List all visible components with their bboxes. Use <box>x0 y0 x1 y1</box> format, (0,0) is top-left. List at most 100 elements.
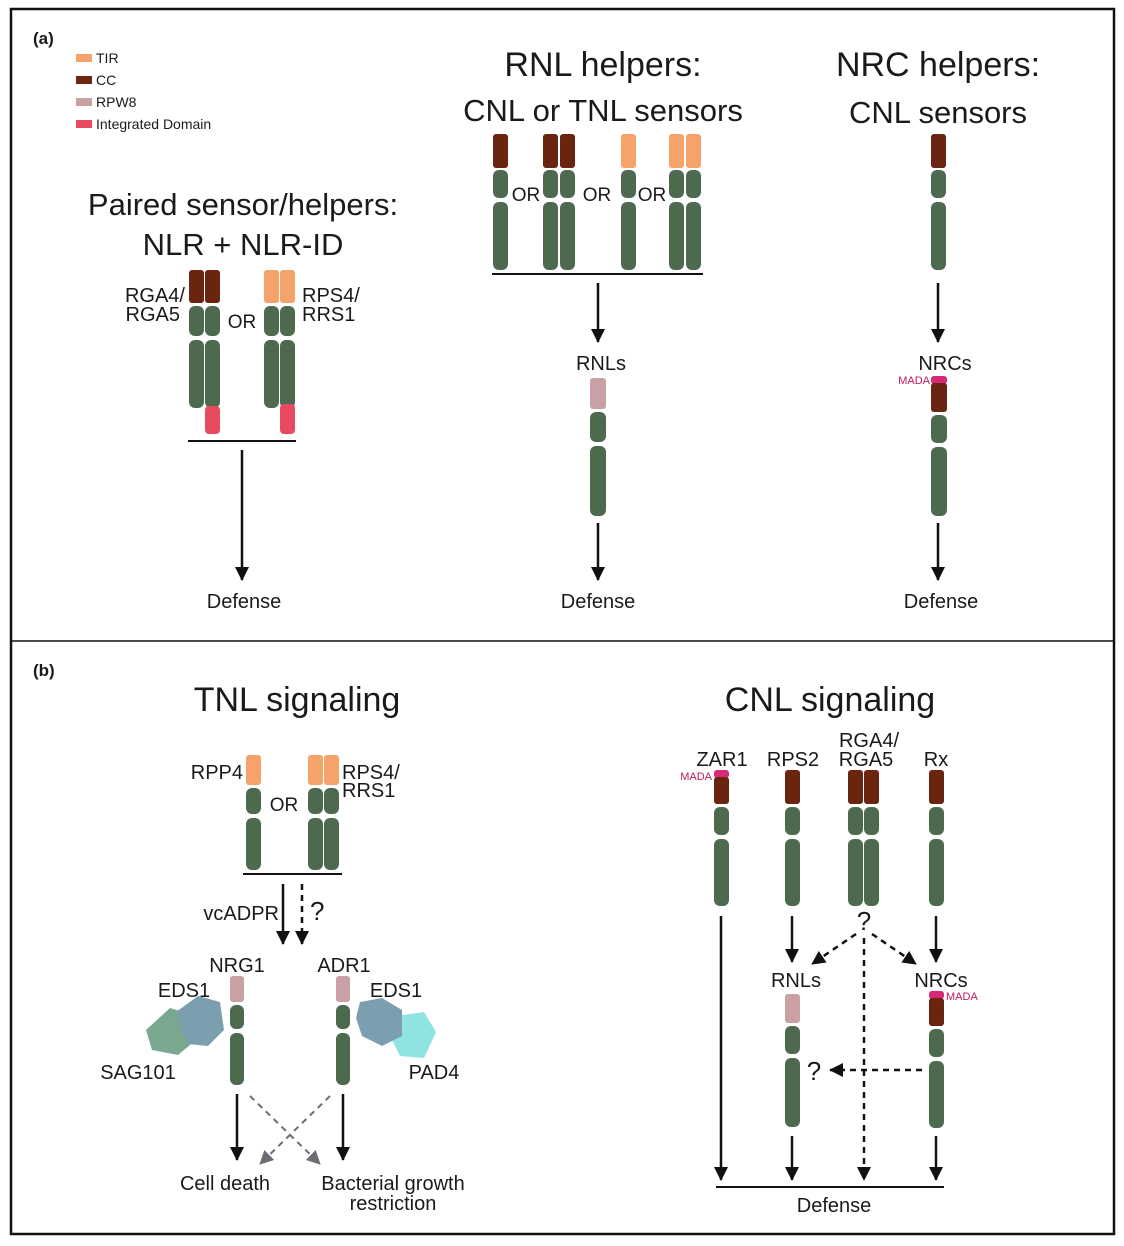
panel-b-label: (b) <box>33 661 55 680</box>
nb-domain <box>929 1029 944 1057</box>
lrr-domain <box>669 202 684 270</box>
zar1-label: ZAR1 <box>696 749 747 771</box>
nb-domain <box>929 807 944 835</box>
nrg1-restriction-dashed-arrow <box>249 1095 321 1165</box>
panel-a-label: (a) <box>33 29 54 48</box>
pad4-label: PAD4 <box>409 1062 460 1084</box>
paired-title: Paired sensor/helpers: <box>88 187 398 222</box>
rnl-sensor-cnl-single <box>493 134 508 270</box>
eds1-left-shape <box>176 996 224 1046</box>
nb-domain <box>931 415 947 443</box>
tir-domain <box>686 134 701 168</box>
nb-domain <box>848 807 863 835</box>
lrr-domain <box>543 202 558 270</box>
rga4-rga5-pair <box>189 270 220 434</box>
lrr-domain <box>929 1061 944 1128</box>
mada-motif <box>714 770 729 778</box>
nb-domain <box>931 170 946 198</box>
cc-domain <box>929 770 944 804</box>
rnl-subtitle: CNL or TNL sensors <box>463 93 743 128</box>
lrr-domain <box>230 1033 244 1085</box>
bacterial-growth-label: Bacterial growth <box>321 1173 464 1195</box>
cc-domain <box>931 134 946 168</box>
lrr-domain <box>324 818 339 870</box>
eds1-right-label: EDS1 <box>370 980 422 1002</box>
nb-domain <box>543 170 558 198</box>
rnl-sensor-tnl-single <box>621 134 636 270</box>
nrc-subtitle: CNL sensors <box>849 95 1027 130</box>
lrr-domain <box>864 839 879 906</box>
rnl-defense-label: Defense <box>561 591 636 613</box>
rnl-or-2: OR <box>583 185 612 206</box>
nb-domain <box>336 1005 350 1029</box>
cc-domain <box>848 770 863 804</box>
rga-rnl-dashed-arrow <box>811 932 857 966</box>
lrr-domain <box>714 839 729 906</box>
rpw8-domain <box>336 976 350 1002</box>
cc-domain <box>785 770 800 804</box>
nb-domain <box>246 788 261 814</box>
rga4-rga5-protein <box>848 770 879 906</box>
nb-domain <box>264 306 279 336</box>
adr1-label: ADR1 <box>317 955 370 977</box>
cc-domain <box>864 770 879 804</box>
cnl-nrc-helper <box>929 991 944 1128</box>
cnl-rnls-label: RNLs <box>771 970 821 992</box>
rnl-title: RNL helpers: <box>504 46 701 84</box>
restriction-label: restriction <box>350 1193 437 1215</box>
nb-domain <box>189 306 204 336</box>
cc-domain <box>543 134 558 168</box>
cnl-title: CNL signaling <box>725 681 935 719</box>
lrr-domain <box>280 340 295 408</box>
rnl-sensor-cnl-pair <box>543 134 575 270</box>
nb-domain <box>864 807 879 835</box>
nrg1-label: NRG1 <box>209 955 265 977</box>
rx-label: Rx <box>924 749 948 771</box>
adr1-cell-death-dashed-arrow <box>259 1095 331 1165</box>
rpp4-label: RPP4 <box>191 762 243 784</box>
lrr-domain <box>686 202 701 270</box>
rps4-rrs1-protein <box>308 755 339 870</box>
nrc-title: NRC helpers: <box>836 46 1040 84</box>
rga4-label: RGA4/ <box>125 285 185 307</box>
nb-domain <box>621 170 636 198</box>
tir-domain <box>621 134 636 168</box>
rps4-rrs1-pair <box>264 270 295 434</box>
sag101-label: SAG101 <box>100 1062 176 1084</box>
eds1-left-label: EDS1 <box>158 980 210 1002</box>
lrr-domain <box>785 1058 800 1127</box>
mada-motif <box>929 991 944 999</box>
nb-domain <box>590 412 606 442</box>
nb-domain <box>714 807 729 835</box>
rps4-label: RPS4/ <box>342 762 400 784</box>
tir-domain <box>264 270 279 303</box>
nb-domain <box>785 1026 800 1054</box>
cc-domain <box>189 270 204 303</box>
rpw8-domain <box>785 994 800 1023</box>
tir-domain <box>308 755 323 785</box>
nrc-defense-label: Defense <box>904 591 979 613</box>
vcadpr-label: vcADPR <box>203 903 279 925</box>
zar1-mada-label: MADA <box>680 771 712 783</box>
nb-domain <box>308 788 323 814</box>
legend-cc-swatch <box>76 76 92 84</box>
nb-domain <box>230 1005 244 1029</box>
rnl-or-3: OR <box>638 185 667 206</box>
rpp4-protein <box>246 755 261 870</box>
legend-tir-label: TIR <box>96 50 119 66</box>
integrated-domain <box>205 406 220 434</box>
legend: TIR CC RPW8 Integrated Domain <box>76 50 211 132</box>
nrg1-protein <box>230 976 244 1085</box>
tir-domain <box>324 755 339 785</box>
lrr-domain <box>931 447 947 516</box>
legend-id-swatch <box>76 120 92 128</box>
nb-domain <box>205 306 220 336</box>
adr1-protein <box>336 976 350 1085</box>
nb-domain <box>324 788 339 814</box>
lrr-domain <box>560 202 575 270</box>
lrr-domain <box>590 446 606 516</box>
rpw8-domain <box>590 378 606 409</box>
cc-domain <box>493 134 508 168</box>
paired-or: OR <box>228 312 257 333</box>
